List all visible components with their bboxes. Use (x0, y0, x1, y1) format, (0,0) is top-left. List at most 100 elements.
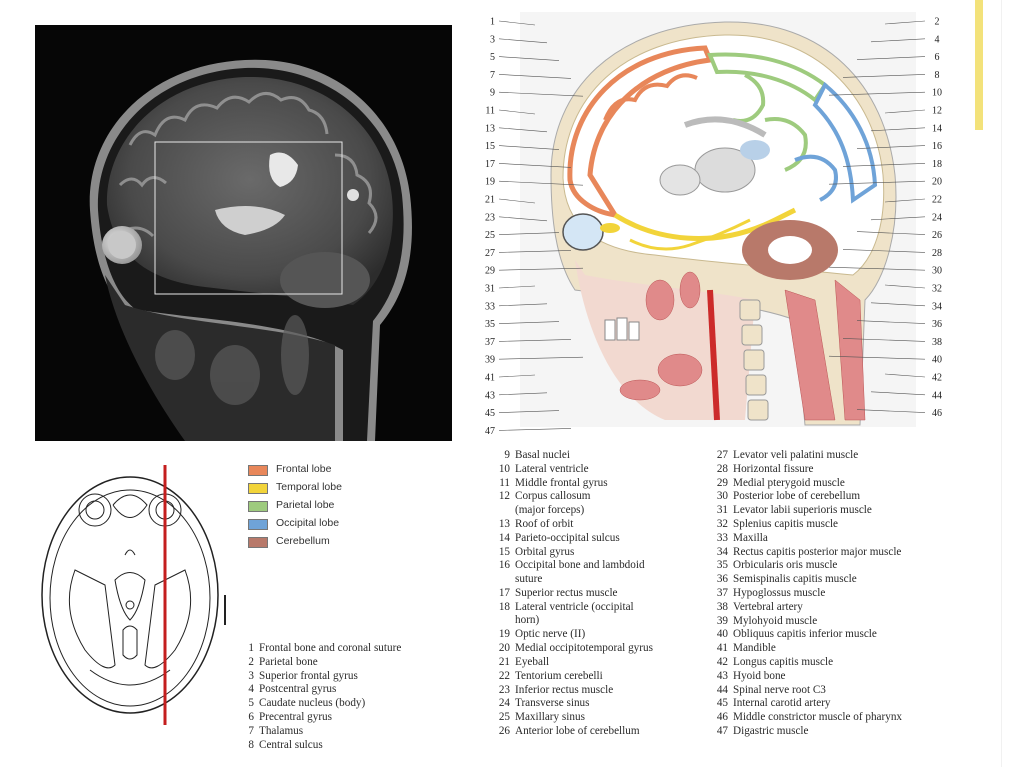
key-text: Orbicularis oris muscle (733, 559, 837, 573)
key-entry: 20 Medial occipitotemporal gyrus (492, 642, 653, 656)
diagram-label-left: 19 (485, 177, 495, 188)
key-number: 45 (710, 697, 728, 711)
diagram-label-left: 21 (485, 195, 495, 206)
key-entry: 39 Mylohyoid muscle (710, 615, 817, 629)
diagram-label-left: 39 (485, 355, 495, 366)
key-text: Digastric muscle (733, 725, 809, 739)
diagram-label-right: 28 (932, 248, 942, 259)
key-text: Spinal nerve root C3 (733, 684, 826, 698)
key-entry: 9Basal nuclei (492, 449, 570, 463)
key-number: 27 (710, 449, 728, 463)
key-entry: 41Mandible (710, 642, 776, 656)
key-text: Lateral ventricle (515, 463, 589, 477)
diagram-label-right: 40 (932, 355, 942, 366)
key-text: Splenius capitis muscle (733, 518, 838, 532)
diagram-label-left: 37 (485, 337, 495, 348)
diagram-label-right: 26 (932, 230, 942, 241)
key-text: Levator labii superioris muscle (733, 504, 872, 518)
key-text: Middle constrictor muscle of pharynx (733, 711, 902, 725)
key-text: Longus capitis muscle (733, 656, 833, 670)
key-entry: 15 Orbital gyrus (492, 546, 574, 560)
diagram-label-left: 13 (485, 123, 495, 134)
key-number: 40 (710, 628, 728, 642)
diagram-label-left: 25 (485, 230, 495, 241)
key-text: Precentral gyrus (259, 711, 332, 725)
key-number: 41 (710, 642, 728, 656)
key-entry: 11Middle frontal gyrus (492, 477, 608, 491)
key-number: 29 (710, 477, 728, 491)
key-entry: 3Superior frontal gyrus (236, 670, 358, 684)
key-entry: 46 Middle constrictor muscle of pharynx (710, 711, 902, 725)
key-number: 38 (710, 601, 728, 615)
key-entry: 38Vertebral artery (710, 601, 803, 615)
key-entry: 30Posterior lobe of cerebellum (710, 490, 860, 504)
key-text: Medial pterygoid muscle (733, 477, 845, 491)
key-text: Rectus capitis posterior major muscle (733, 546, 901, 560)
key-entry: 23 Inferior rectus muscle (492, 684, 613, 698)
axial-brain-outline (35, 460, 235, 735)
key-number: 47 (710, 725, 728, 739)
key-number: 46 (710, 711, 728, 725)
diagram-label-right: 2 (935, 17, 940, 28)
key-text: Orbital gyrus (515, 546, 574, 560)
key-entry: 33Maxilla (710, 532, 768, 546)
key-number: 20 (492, 642, 510, 656)
key-number: 36 (710, 573, 728, 587)
diagram-label-right: 30 (932, 266, 942, 277)
key-entry: 25Maxillary sinus (492, 711, 585, 725)
legend-label: Cerebellum (276, 535, 330, 547)
key-entry: 6Precentral gyrus (236, 711, 332, 725)
key-entry: 2Parietal bone (236, 656, 318, 670)
key-number: 34 (710, 546, 728, 560)
key-number: 3 (236, 670, 254, 684)
key-text: Parieto-occipital sulcus (515, 532, 620, 546)
key-entry: 12Corpus callosum(major forceps) (492, 490, 591, 517)
diagram-label-left: 5 (490, 52, 495, 63)
key-number: 7 (236, 725, 254, 739)
legend-swatch (248, 501, 268, 512)
legend-label: Parietal lobe (276, 499, 334, 511)
key-text: Caudate nucleus (body) (259, 697, 365, 711)
key-number: 39 (710, 615, 728, 629)
key-entry: 18Lateral ventricle (occipitalhorn) (492, 601, 634, 628)
key-text: Mylohyoid muscle (733, 615, 817, 629)
diagram-label-left: 3 (490, 34, 495, 45)
diagram-label-right: 16 (932, 141, 942, 152)
key-text: Levator veli palatini muscle (733, 449, 858, 463)
key-entry: 7Thalamus (236, 725, 303, 739)
key-number: 15 (492, 546, 510, 560)
key-text: Semispinalis capitis muscle (733, 573, 857, 587)
legend-item-cerebellum: Cerebellum (248, 536, 388, 550)
key-number: 21 (492, 656, 510, 670)
diagram-label-left: 47 (485, 426, 495, 437)
key-number: 31 (710, 504, 728, 518)
slide-divider-line (1001, 0, 1002, 767)
diagram-label-right: 44 (932, 390, 942, 401)
key-number: 13 (492, 518, 510, 532)
key-text: Posterior lobe of cerebellum (733, 490, 860, 504)
key-entry: 35Orbicularis oris muscle (710, 559, 837, 573)
key-entry: 5 Caudate nucleus (body) (236, 697, 365, 711)
key-text: Medial occipitotemporal gyrus (515, 642, 653, 656)
legend-item-temporal: Temporal lobe (248, 482, 388, 496)
key-text: Corpus callosum(major forceps) (515, 490, 591, 517)
key-text: Middle frontal gyrus (515, 477, 608, 491)
legend-swatch (248, 483, 268, 494)
key-number: 5 (236, 697, 254, 711)
key-text: Inferior rectus muscle (515, 684, 613, 698)
diagram-label-left: 45 (485, 408, 495, 419)
key-text: Maxillary sinus (515, 711, 585, 725)
diagram-label-left: 1 (490, 17, 495, 28)
diagram-label-left: 35 (485, 319, 495, 330)
legend-swatch (248, 519, 268, 530)
key-number: 23 (492, 684, 510, 698)
key-number: 1 (236, 642, 254, 656)
legend-item-frontal: Frontal lobe (248, 464, 388, 478)
sagittal-mri-image (35, 25, 452, 441)
diagram-label-right: 4 (935, 34, 940, 45)
